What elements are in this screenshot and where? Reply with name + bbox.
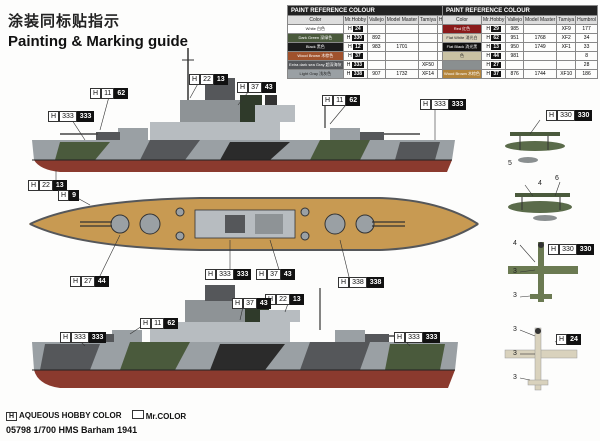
code-number: 338 <box>351 71 365 77</box>
code-number: 24 <box>353 26 363 32</box>
code-prefix: H <box>486 35 490 41</box>
code-number: 13 <box>491 44 501 50</box>
plane-part-label: 3 <box>513 350 517 357</box>
title-english: Painting & Marking guide <box>8 33 189 50</box>
code-number: 37 <box>353 53 363 59</box>
code-mm: 1744 <box>522 69 558 79</box>
code-prefix: H <box>486 53 490 59</box>
kit-footer: 05798 1/700 HMS Barham 1941 <box>6 425 138 435</box>
mrhobby-code: H 338 <box>342 69 369 79</box>
color-name: Flat White 消光白 <box>446 35 478 40</box>
color-name: Extra dark sea Gray 超深海灰 <box>289 62 342 67</box>
color-name: Flat Black 消光黑 <box>446 44 478 49</box>
code-number: 44 <box>491 53 501 59</box>
mrhobby-code: H 37 <box>480 69 507 79</box>
color-name: Black 黑色 <box>305 44 325 49</box>
plane-part-label: 6 <box>555 175 559 182</box>
code-prefix: H <box>486 44 490 50</box>
color-name: Dark Green 深绿色 <box>298 35 333 40</box>
color-name: White 白色 <box>305 26 326 31</box>
color-name: Wood Brown 木棕色 <box>444 71 480 76</box>
color-name: Light Gray 浅灰色 <box>299 71 332 76</box>
color-name: Red 红色 <box>453 26 471 31</box>
plane-part-label: 3 <box>513 374 517 381</box>
code-number: 330 <box>351 35 365 41</box>
plane-part-label: 3 <box>513 268 517 275</box>
code-prefix: H <box>346 71 351 77</box>
color-name: Wood Brown 木棕色 <box>297 53 334 58</box>
title-chinese: 涂装同标贴指示 <box>8 13 121 30</box>
color-name: 色 <box>459 53 464 58</box>
legend-mrcolor: Mr.COLOR <box>131 410 186 421</box>
plane-part-label: 4 <box>513 240 517 247</box>
code-humbrol: 186 <box>575 69 599 79</box>
code-prefix: H <box>486 62 490 68</box>
code-prefix: H <box>486 26 490 32</box>
code-number: 37 <box>491 71 501 77</box>
code-prefix: H <box>486 71 490 77</box>
legend: H AQUEOUS HOBBY COLOR Mr.COLOR <box>6 410 186 421</box>
paint-reference-table-left: PAINT REFERENCE COLOUR Color Mr.Hobby Va… <box>287 5 460 79</box>
code-number: 29 <box>491 26 501 32</box>
paint-reference-table-right: PAINT REFERENCE COLOUR Color Mr.Hobby Va… <box>441 5 599 79</box>
code-number: 333 <box>351 62 365 68</box>
code-number: 12 <box>353 44 363 50</box>
code-prefix: H <box>346 35 351 41</box>
plane-part-label: 5 <box>508 160 512 167</box>
plane-part-label: 3 <box>513 292 517 299</box>
code-prefix: H <box>346 62 351 68</box>
legend-aqueous: H AQUEOUS HOBBY COLOR <box>6 411 122 421</box>
plane-part-label: 3 <box>513 326 517 333</box>
code-number: 62 <box>491 35 501 41</box>
code-prefix: H <box>348 44 352 50</box>
code-number: 27 <box>491 62 501 68</box>
plane-part-label: 4 <box>538 180 542 187</box>
code-prefix: H <box>348 53 352 59</box>
code-mm: 1732 <box>384 69 420 79</box>
code-prefix: H <box>348 26 352 32</box>
